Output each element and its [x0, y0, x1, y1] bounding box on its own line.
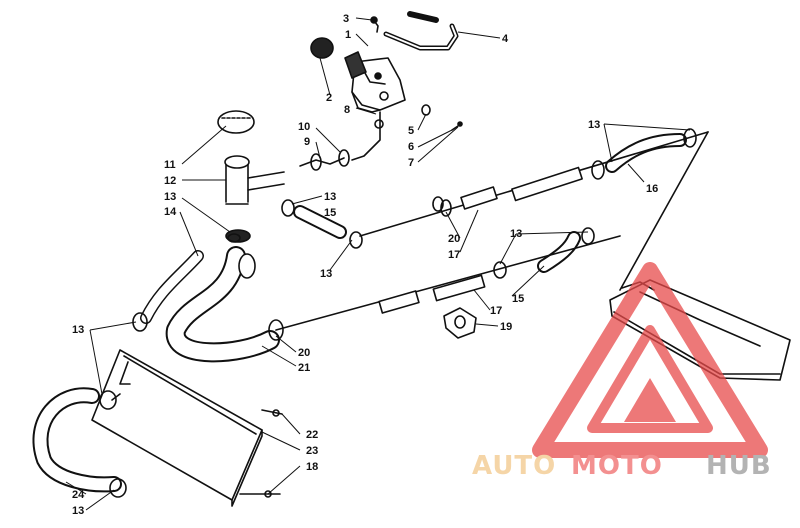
clamps-13: [132, 196, 444, 332]
label-7: 7: [408, 157, 414, 169]
label-23: 23: [306, 445, 318, 457]
label-13d: 13: [588, 119, 600, 131]
label-6: 6: [408, 141, 414, 153]
label-17b: 17: [490, 305, 502, 317]
bolt-3: [370, 16, 379, 33]
label-9: 9: [304, 136, 310, 148]
label-13a: 13: [164, 191, 176, 203]
label-19: 19: [500, 321, 512, 333]
label-20a: 20: [448, 233, 460, 245]
label-18: 18: [306, 461, 318, 473]
radiator-fitting-18: [239, 490, 281, 498]
tube-17-upper: [359, 131, 709, 237]
label-13b: 13: [324, 191, 336, 203]
label-4: 4: [502, 33, 509, 45]
parts-drawing: [32, 11, 791, 507]
label-20b: 20: [298, 347, 310, 359]
hose-15-lower: [493, 227, 595, 279]
label-17a: 17: [448, 249, 460, 261]
tube-17-lower: [268, 235, 621, 341]
label-3: 3: [343, 13, 349, 25]
watermark-triangle-logo: [532, 262, 768, 458]
label-8: 8: [344, 104, 350, 116]
label-13f: 13: [72, 324, 84, 336]
hose-16: [591, 128, 697, 180]
label-16: 16: [646, 183, 658, 195]
thermostat-cap: [310, 37, 367, 79]
label-13e: 13: [510, 228, 522, 240]
watermark-hub: HUB: [706, 451, 772, 481]
label-15b: 15: [512, 293, 524, 305]
label-11: 11: [164, 159, 176, 171]
connector-19: [443, 307, 477, 339]
watermark-auto: AUTO: [472, 451, 556, 481]
part-labels: 3 1 4 2 8 5 6 7 10 9 11 12 13 14 13 15 1…: [72, 13, 658, 517]
label-24: 24: [72, 489, 85, 501]
hose-14: [140, 250, 204, 324]
hose-4: [383, 11, 459, 51]
label-15a: 15: [324, 207, 336, 219]
watermark-moto: MOTO: [571, 451, 663, 481]
clamp-9-10: [299, 149, 350, 171]
label-13c: 13: [320, 268, 332, 280]
label-1: 1: [345, 29, 351, 41]
hose-15-upper: [281, 199, 363, 249]
label-12: 12: [164, 175, 176, 187]
fitting-8: [351, 111, 384, 161]
label-22: 22: [306, 429, 318, 441]
filler-neck: [217, 110, 285, 243]
label-10: 10: [298, 121, 310, 133]
hose-24: [32, 387, 127, 498]
radiator-fitting-22: [261, 409, 283, 417]
automotohub-watermark: AUTO MOTO HUB: [472, 262, 772, 481]
label-13g: 13: [72, 505, 84, 517]
label-14: 14: [164, 206, 177, 218]
label-21: 21: [298, 362, 310, 374]
label-5: 5: [408, 125, 414, 137]
label-2: 2: [326, 92, 332, 104]
washer-5: [421, 104, 463, 131]
hose-21: [165, 246, 280, 363]
leader-lines: [65, 17, 691, 511]
